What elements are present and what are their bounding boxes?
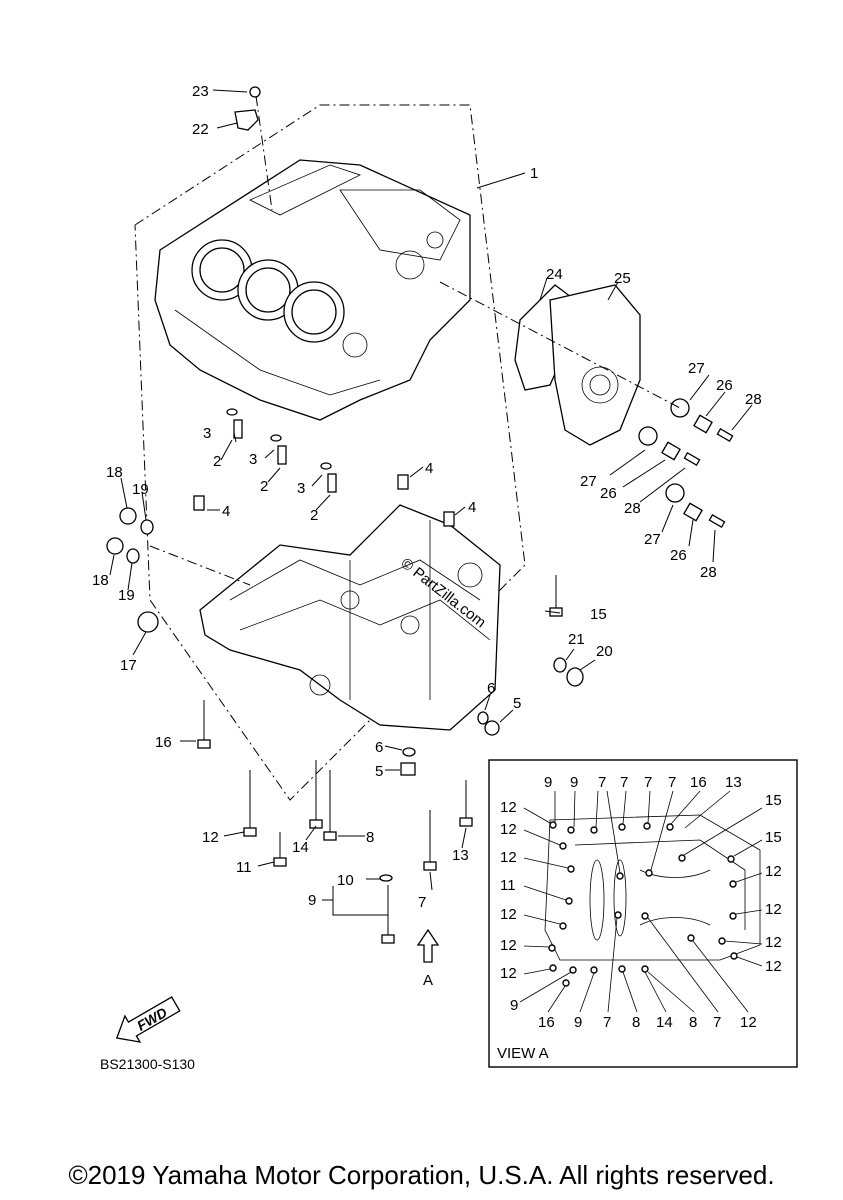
view-a-right-15a: 15 <box>765 792 782 809</box>
callout-24: 24 <box>546 266 563 283</box>
view-a-left-11: 11 <box>500 877 516 894</box>
callout-21: 21 <box>568 631 585 648</box>
view-a-top-13: 13 <box>725 774 742 791</box>
view-a-bottom-9a: 9 <box>510 997 518 1014</box>
view-a-left-12e: 12 <box>500 937 517 954</box>
callout-4b: 4 <box>468 499 476 516</box>
view-a-left-12d: 12 <box>500 906 517 923</box>
diagram-code: BS21300-S130 <box>100 1056 195 1072</box>
view-a-top-7c: 7 <box>644 774 652 791</box>
view-a-top-7d: 7 <box>668 774 676 791</box>
view-a-top-9a: 9 <box>544 774 552 791</box>
callout-26a: 26 <box>716 377 733 394</box>
view-a-bottom-8a: 8 <box>632 1014 640 1031</box>
lower-crankcase <box>199 504 501 731</box>
callout-27b: 27 <box>580 473 597 490</box>
callout-6a: 6 <box>487 680 495 697</box>
callout-28a: 28 <box>745 391 762 408</box>
callout-4c: 4 <box>222 503 230 520</box>
view-a-bottom-14: 14 <box>656 1014 673 1031</box>
callout-14: 14 <box>292 839 309 856</box>
crankcase-covers <box>514 284 641 446</box>
dowel-pins <box>193 474 455 527</box>
view-a-right-12a: 12 <box>765 863 782 880</box>
callout-28b: 28 <box>624 500 641 517</box>
callout-11: 11 <box>236 859 252 876</box>
callout-18a: 18 <box>106 464 123 481</box>
callout-2a: 2 <box>213 453 221 470</box>
callout-3b: 3 <box>249 451 257 468</box>
view-a-arrow <box>416 928 440 963</box>
view-a-bottom-7a: 7 <box>603 1014 611 1031</box>
callout-26c: 26 <box>670 547 687 564</box>
view-a-left-12a: 12 <box>500 799 517 816</box>
callout-2b: 2 <box>260 478 268 495</box>
seals-and-plugs <box>106 507 159 633</box>
callout-8: 8 <box>366 829 374 846</box>
view-a-bottom-8b: 8 <box>689 1014 697 1031</box>
callout-labels: 23 22 1 24 25 27 26 28 27 26 28 27 26 28… <box>92 83 762 989</box>
callout-19a: 19 <box>132 481 149 498</box>
callout-3a: 3 <box>203 425 211 442</box>
callout-5b: 5 <box>375 763 383 780</box>
callout-3c: 3 <box>297 480 305 497</box>
callout-15: 15 <box>590 606 607 623</box>
bracket-and-bolt <box>234 86 261 131</box>
view-a-title: VIEW A <box>497 1045 549 1062</box>
view-a-top-7a: 7 <box>598 774 606 791</box>
assembly-outline <box>134 104 526 801</box>
callout-4a: 4 <box>425 460 433 477</box>
callout-28c: 28 <box>700 564 717 581</box>
fwd-arrow-icon: FWD <box>115 996 181 1043</box>
leader-lines <box>109 89 753 916</box>
upper-crankcase <box>154 159 471 421</box>
callout-22: 22 <box>192 121 209 138</box>
callout-6b: 6 <box>375 739 383 756</box>
callout-18b: 18 <box>92 572 109 589</box>
view-a-right-12d: 12 <box>765 958 782 975</box>
callout-10: 10 <box>337 872 354 889</box>
view-a-right-12c: 12 <box>765 934 782 951</box>
view-a-inset: 9 9 7 7 7 7 16 13 12 12 12 11 12 12 12 1… <box>488 759 798 1068</box>
view-a-right-15b: 15 <box>765 829 782 846</box>
view-a-bottom-16: 16 <box>538 1014 555 1031</box>
callout-27c: 27 <box>644 531 661 548</box>
view-a-bottom-9b: 9 <box>574 1014 582 1031</box>
view-a-top-16: 16 <box>690 774 707 791</box>
callout-16: 16 <box>155 734 172 751</box>
collars-and-bolts <box>638 398 734 528</box>
callout-13: 13 <box>452 847 469 864</box>
view-a-top-9b: 9 <box>570 774 578 791</box>
callout-23: 23 <box>192 83 209 100</box>
drain-plugs <box>400 657 584 776</box>
callout-7: 7 <box>418 894 426 911</box>
callout-17: 17 <box>120 657 137 674</box>
callout-9: 9 <box>308 892 316 909</box>
view-a-left-12b: 12 <box>500 821 517 838</box>
view-a-right-12b: 12 <box>765 901 782 918</box>
view-a-left-12f: 12 <box>500 965 517 982</box>
view-a-bottom-7b: 7 <box>713 1014 721 1031</box>
callout-20: 20 <box>596 643 613 660</box>
view-a-left-12c: 12 <box>500 849 517 866</box>
callout-12: 12 <box>202 829 219 846</box>
copyright-notice: ©2019 Yamaha Motor Corporation, U.S.A. A… <box>68 1160 775 1190</box>
callout-27a: 27 <box>688 360 705 377</box>
view-a-top-7b: 7 <box>620 774 628 791</box>
callout-19b: 19 <box>118 587 135 604</box>
callout-arrow-a: A <box>423 972 433 989</box>
callout-1: 1 <box>530 165 538 182</box>
callout-26b: 26 <box>600 485 617 502</box>
callout-2c: 2 <box>310 507 318 524</box>
callout-5a: 5 <box>513 695 521 712</box>
callout-25: 25 <box>614 270 631 287</box>
view-a-bottom-12: 12 <box>740 1014 757 1031</box>
oil-jets <box>226 408 337 493</box>
